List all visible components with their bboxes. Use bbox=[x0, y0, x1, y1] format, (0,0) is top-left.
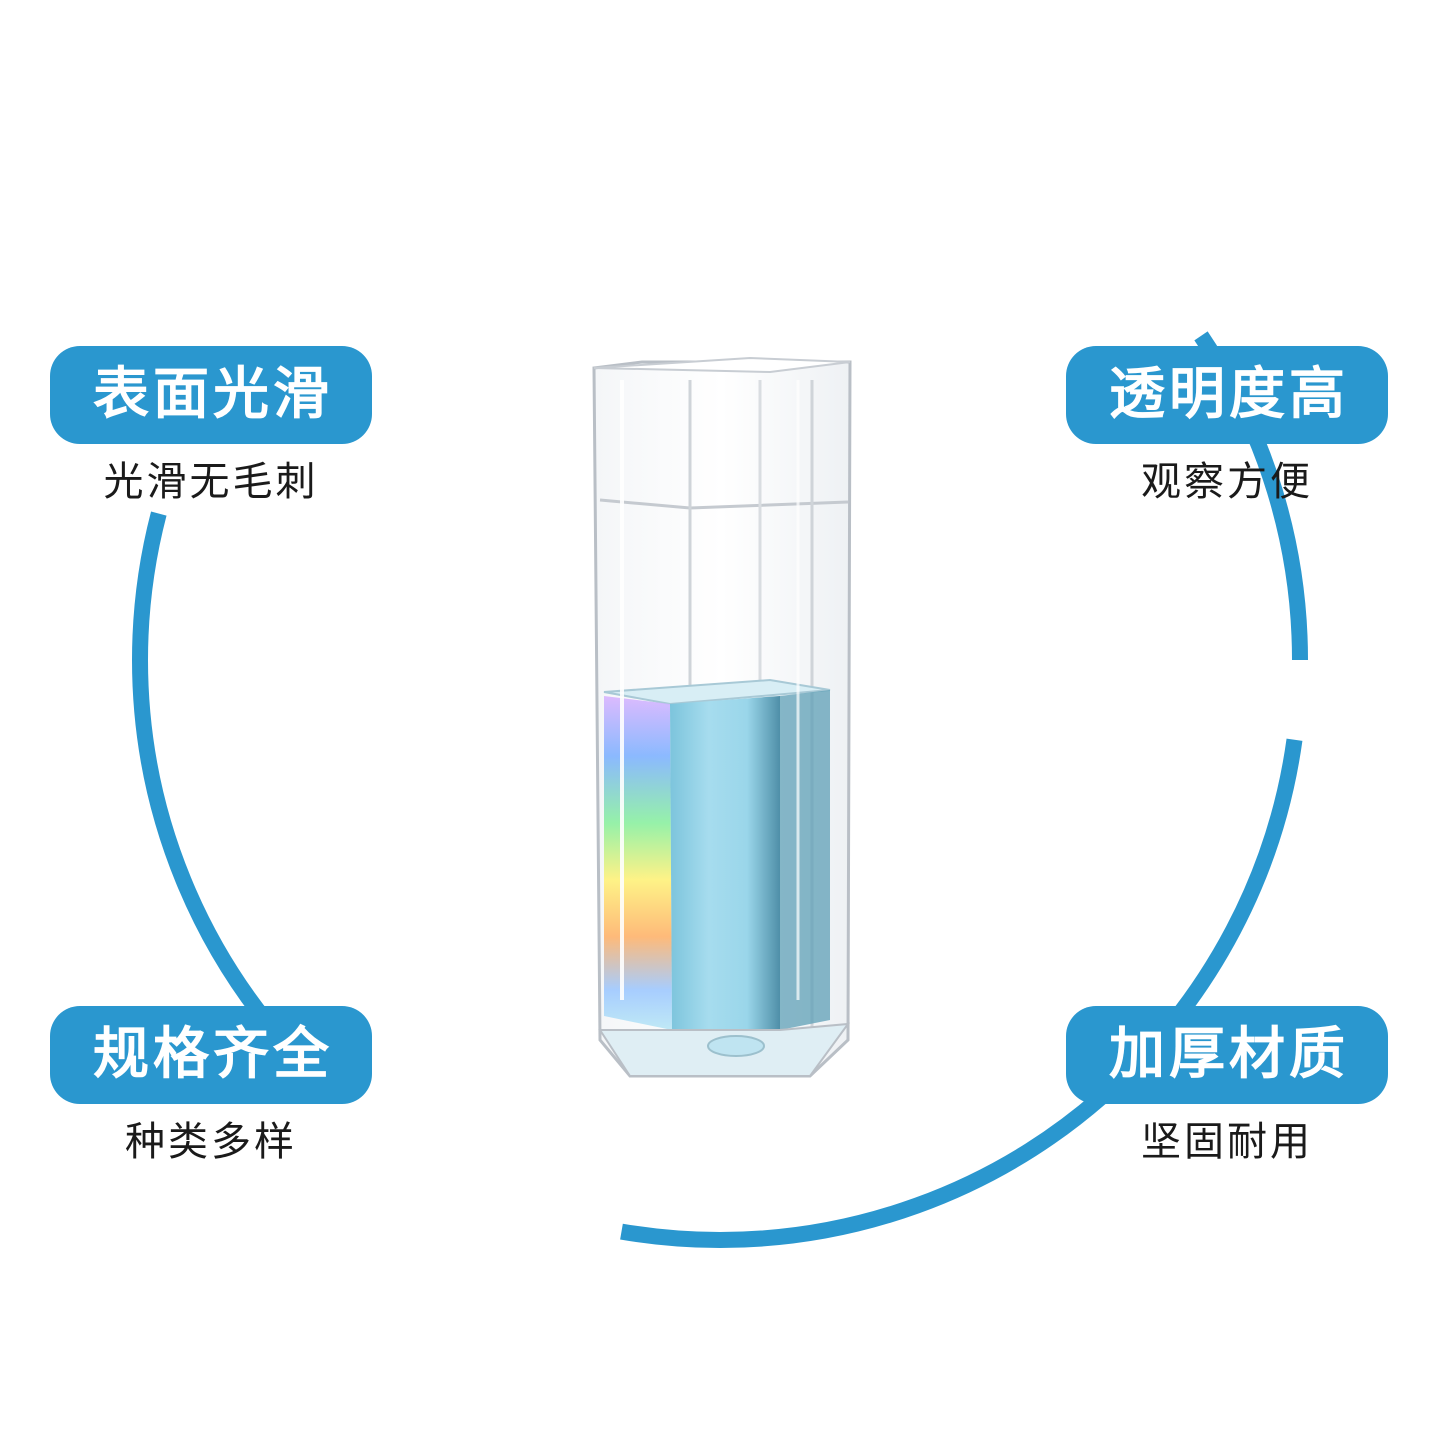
feature-subtitle: 坚固耐用 bbox=[1141, 1119, 1313, 1165]
feature-subtitle: 种类多样 bbox=[125, 1119, 297, 1165]
feature-title: 规格齐全 bbox=[50, 1006, 372, 1104]
feature-title: 透明度高 bbox=[1066, 346, 1388, 444]
feature-subtitle: 光滑无毛刺 bbox=[103, 459, 319, 505]
feature-title: 表面光滑 bbox=[50, 346, 372, 444]
feature-subtitle: 观察方便 bbox=[1141, 459, 1313, 505]
feature-high-transparency: 透明度高 观察方便 bbox=[1062, 346, 1392, 506]
feature-title: 加厚材质 bbox=[1066, 1006, 1388, 1104]
feature-complete-specifications: 规格齐全 种类多样 bbox=[46, 1006, 376, 1166]
feature-thickened-material: 加厚材质 坚固耐用 bbox=[1062, 1006, 1392, 1166]
feature-smooth-surface: 表面光滑 光滑无毛刺 bbox=[46, 346, 376, 506]
cuvette-icon bbox=[592, 356, 852, 1078]
